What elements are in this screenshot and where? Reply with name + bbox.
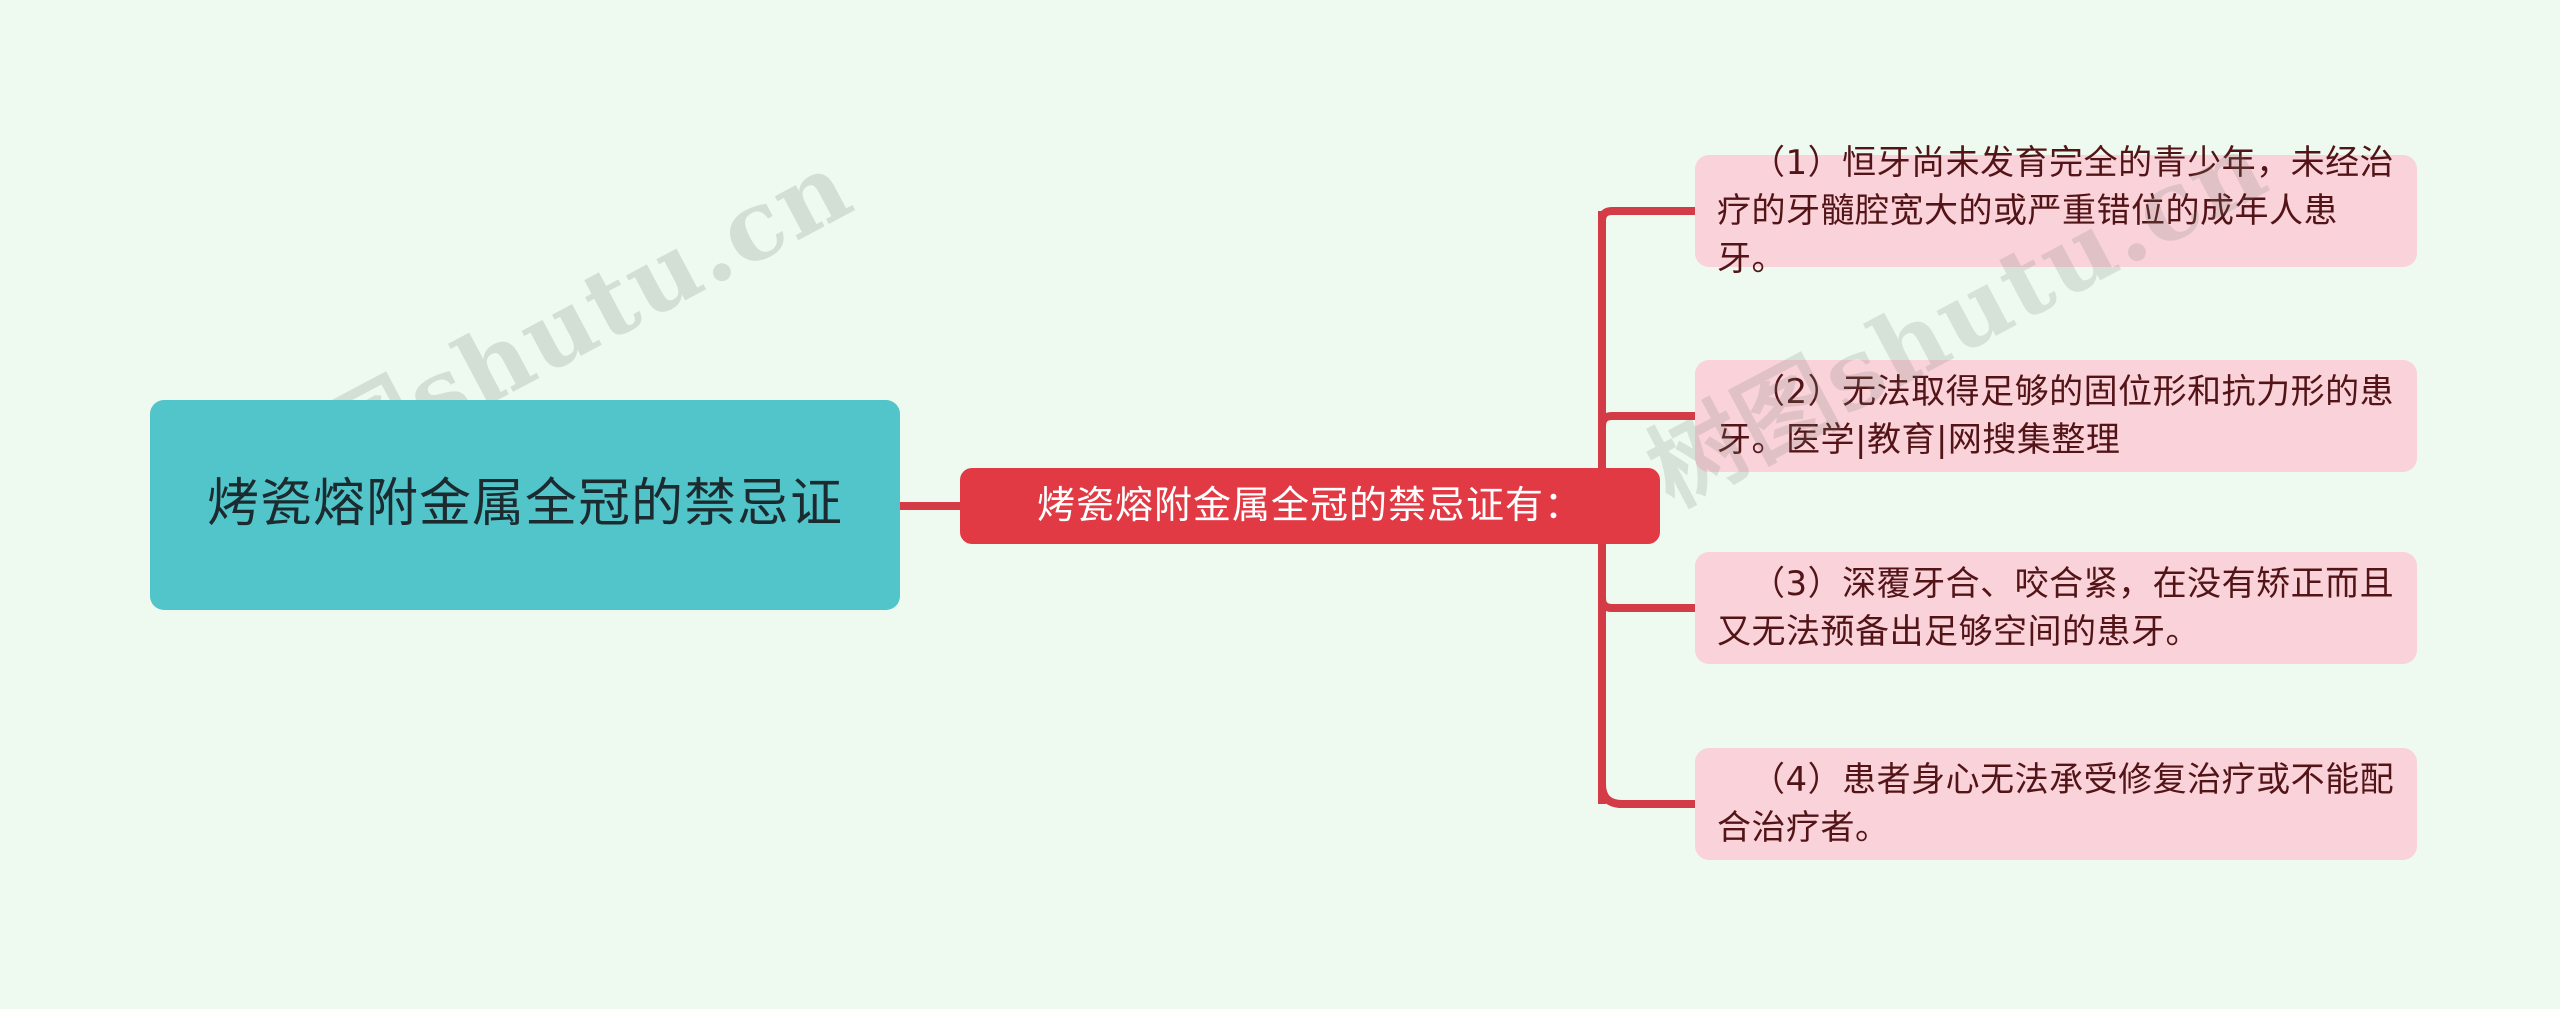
mindmap-leaf-label-1: （1）恒牙尚未发育完全的青少年，未经治疗的牙髓腔宽大的或严重错位的成年人患牙。 (1717, 142, 2395, 280)
connector-spine-to-leaf-1 (1598, 207, 1695, 231)
mindmap-root-label: 烤瓷熔附金属全冠的禁忌证 (206, 474, 843, 535)
mindmap-leaf-label-4: （4）患者身心无法承受修复治疗或不能配合治疗者。 (1717, 759, 2395, 848)
connector-spine-to-leaf-3 (1598, 597, 1695, 612)
connector-spine-to-leaf-2 (1598, 412, 1695, 427)
mindmap-leaf-label-2: （2）无法取得足够的固位形和抗力形的患牙。医学|教育|网搜集整理 (1717, 371, 2395, 460)
mindmap-root-node[interactable]: 烤瓷熔附金属全冠的禁忌证 (150, 400, 900, 610)
mindmap-leaf-node-4[interactable]: （4）患者身心无法承受修复治疗或不能配合治疗者。 (1695, 748, 2417, 860)
mindmap-branch-label: 烤瓷熔附金属全冠的禁忌证有： (1036, 483, 1583, 528)
mindmap-branch-node[interactable]: 烤瓷熔附金属全冠的禁忌证有： (960, 468, 1660, 544)
mindmap-leaf-node-1[interactable]: （1）恒牙尚未发育完全的青少年，未经治疗的牙髓腔宽大的或严重错位的成年人患牙。 (1695, 143, 2417, 279)
mindmap-leaf-node-2[interactable]: （2）无法取得足够的固位形和抗力形的患牙。医学|教育|网搜集整理 (1695, 360, 2417, 472)
mindmap-leaf-label-3: （3）深覆牙合、咬合紧，在没有矫正而且又无法预备出足够空间的患牙。 (1717, 563, 2395, 652)
connector-spine-to-leaf-4 (1598, 783, 1695, 808)
mindmap-leaf-node-3[interactable]: （3）深覆牙合、咬合紧，在没有矫正而且又无法预备出足够空间的患牙。 (1695, 552, 2417, 664)
